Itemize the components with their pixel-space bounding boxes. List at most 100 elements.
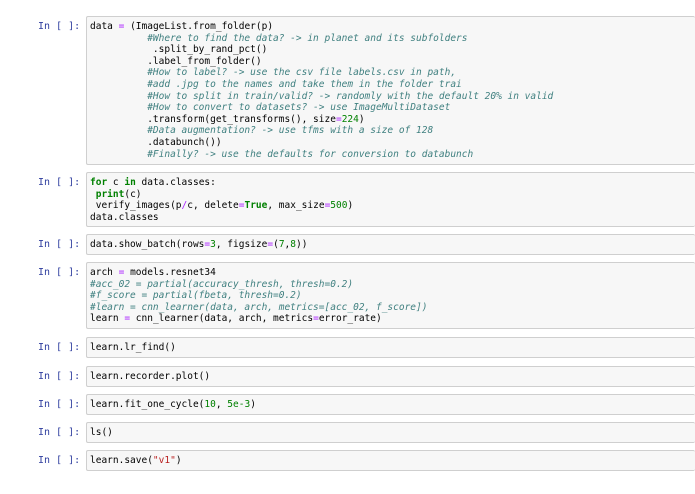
code-token: in xyxy=(124,177,136,188)
code-comment: #Data augmentation? -> use tfms with a s… xyxy=(90,125,434,137)
code-token: , max_size xyxy=(267,200,325,212)
code-comment: #Where to find the data? -> in planet an… xyxy=(90,32,468,44)
cell-prompt: In [ ]: xyxy=(38,427,81,438)
code-input[interactable]: arch = models.resnet34 #acc_02 = partial… xyxy=(86,262,695,329)
code-token: = xyxy=(313,313,319,325)
code-text[interactable]: arch = models.resnet34 #acc_02 = partial… xyxy=(87,263,695,325)
code-token: ) xyxy=(175,455,182,466)
code-token: .transform(get_transforms(), size xyxy=(90,113,336,125)
code-token: verify_images(p xyxy=(90,200,182,212)
code-token: 10 xyxy=(204,399,216,410)
code-token: data.show_batch(rows xyxy=(90,239,205,250)
code-token: = xyxy=(118,267,125,278)
code-text[interactable]: learn.fit_one_cycle(10, 5e-3) xyxy=(87,395,695,411)
code-token: print xyxy=(95,188,125,200)
code-token: , xyxy=(215,399,228,410)
code-input[interactable]: learn.fit_one_cycle(10, 5e-3) xyxy=(86,394,695,415)
code-comment: #add .jpg to the names and take them in … xyxy=(90,78,462,90)
code-token: 8 xyxy=(290,239,297,250)
code-token: 5e-3 xyxy=(227,399,251,410)
code-token: ) xyxy=(250,399,256,410)
code-cell-2[interactable]: In [ ]: for c in data.classes: print(c) … xyxy=(0,172,695,227)
code-token: c xyxy=(107,177,125,188)
code-token: ( xyxy=(273,239,279,250)
code-input[interactable]: ls() xyxy=(86,422,695,443)
cell-prompt: In [ ]: xyxy=(38,239,81,250)
code-input[interactable]: learn.recorder.plot() xyxy=(86,366,695,387)
code-input[interactable]: learn.lr_find() xyxy=(86,337,695,358)
code-token: , xyxy=(284,239,291,250)
code-token: learn xyxy=(90,313,125,325)
code-cell-4[interactable]: In [ ]: arch = models.resnet34 #acc_02 =… xyxy=(0,262,695,329)
code-token: .databunch()) xyxy=(90,136,222,148)
code-cell-1[interactable]: In [ ]: data = (ImageList.from_folder(p)… xyxy=(0,16,695,165)
code-token: 7 xyxy=(278,239,285,250)
code-token: data xyxy=(90,21,119,32)
code-token: = xyxy=(204,239,211,250)
code-token: , figsize xyxy=(215,239,268,250)
code-token: for xyxy=(90,177,108,188)
code-text[interactable]: data.show_batch(rows=3, figsize=(7,8)) xyxy=(87,235,695,251)
code-token: learn.fit_one_cycle( xyxy=(90,399,205,410)
code-token: data.classes: xyxy=(135,177,216,188)
code-comment: #acc_02 = partial(accuracy_thresh, thres… xyxy=(90,278,354,290)
code-token: arch xyxy=(90,267,119,278)
code-token: / xyxy=(181,200,188,212)
code-token: ) xyxy=(358,113,365,125)
code-token: .split_by_rand_pct() xyxy=(90,44,268,56)
code-token: cnn_learner(data, arch, metrics xyxy=(130,313,314,325)
code-text[interactable]: ls() xyxy=(87,423,695,439)
code-cell-5[interactable]: In [ ]: learn.lr_find() xyxy=(0,337,695,358)
code-token: "v1" xyxy=(152,455,176,466)
code-token: 500 xyxy=(330,200,348,212)
code-token: = xyxy=(335,113,342,125)
code-text[interactable]: learn.lr_find() xyxy=(87,338,695,354)
code-cell-8[interactable]: In [ ]: ls() xyxy=(0,422,695,443)
cell-prompt: In [ ]: xyxy=(38,267,81,278)
cell-prompt: In [ ]: xyxy=(38,399,81,410)
code-comment: #How to label? -> use the csv file label… xyxy=(90,67,457,79)
code-comment: #How to split in train/valid? -> randoml… xyxy=(90,90,554,102)
code-token: models.resnet34 xyxy=(124,267,216,278)
code-input[interactable]: data = (ImageList.from_folder(p) #Where … xyxy=(86,16,695,165)
code-token: .label_from_folder() xyxy=(90,55,262,67)
code-token: c, delete xyxy=(187,200,239,212)
code-comment: #How to convert to datasets? -> use Imag… xyxy=(90,102,451,114)
code-text[interactable]: learn.recorder.plot() xyxy=(87,367,695,383)
code-comment: #Finally? -> use the defaults for conver… xyxy=(90,148,474,160)
code-cell-6[interactable]: In [ ]: learn.recorder.plot() xyxy=(0,366,695,387)
code-token: = xyxy=(238,200,245,212)
code-cell-7[interactable]: In [ ]: learn.fit_one_cycle(10, 5e-3) xyxy=(0,394,695,415)
cell-prompt: In [ ]: xyxy=(38,342,81,353)
code-text[interactable]: data = (ImageList.from_folder(p) #Where … xyxy=(87,17,695,160)
code-text[interactable]: learn.save("v1") xyxy=(87,451,695,467)
code-token: = xyxy=(118,21,125,32)
code-comment: #learn = cnn_learner(data, arch, metrics… xyxy=(90,301,428,313)
code-text[interactable]: for c in data.classes: print(c) verify_i… xyxy=(87,173,695,223)
code-token: 3 xyxy=(210,239,216,250)
code-input[interactable]: data.show_batch(rows=3, figsize=(7,8)) xyxy=(86,234,695,255)
code-token: (c) xyxy=(124,188,142,200)
code-token: = xyxy=(267,239,274,250)
code-token: = xyxy=(124,313,131,325)
code-token: 224 xyxy=(341,113,359,125)
code-token: learn.save( xyxy=(90,455,153,466)
code-token: = xyxy=(324,200,331,212)
cell-prompt: In [ ]: xyxy=(38,177,81,188)
code-token: (ImageList.from_folder(p) xyxy=(124,21,274,32)
cell-prompt: In [ ]: xyxy=(38,455,81,466)
code-token: ) xyxy=(347,200,354,212)
code-token: True xyxy=(244,200,268,212)
code-token: ls() xyxy=(90,427,113,438)
code-token: learn.lr_find() xyxy=(90,342,176,353)
code-input[interactable]: for c in data.classes: print(c) verify_i… xyxy=(86,172,695,227)
code-input[interactable]: learn.save("v1") xyxy=(86,450,695,471)
code-token: error_rate) xyxy=(318,313,382,325)
code-token: data.classes xyxy=(90,211,159,223)
code-cell-9[interactable]: In [ ]: learn.save("v1") xyxy=(0,450,695,471)
cell-prompt: In [ ]: xyxy=(38,21,81,32)
code-comment: #f_score = partial(fbeta, thresh=0.2) xyxy=(90,290,302,302)
code-cell-3[interactable]: In [ ]: data.show_batch(rows=3, figsize=… xyxy=(0,234,695,255)
code-token: learn.recorder.plot() xyxy=(90,371,211,382)
